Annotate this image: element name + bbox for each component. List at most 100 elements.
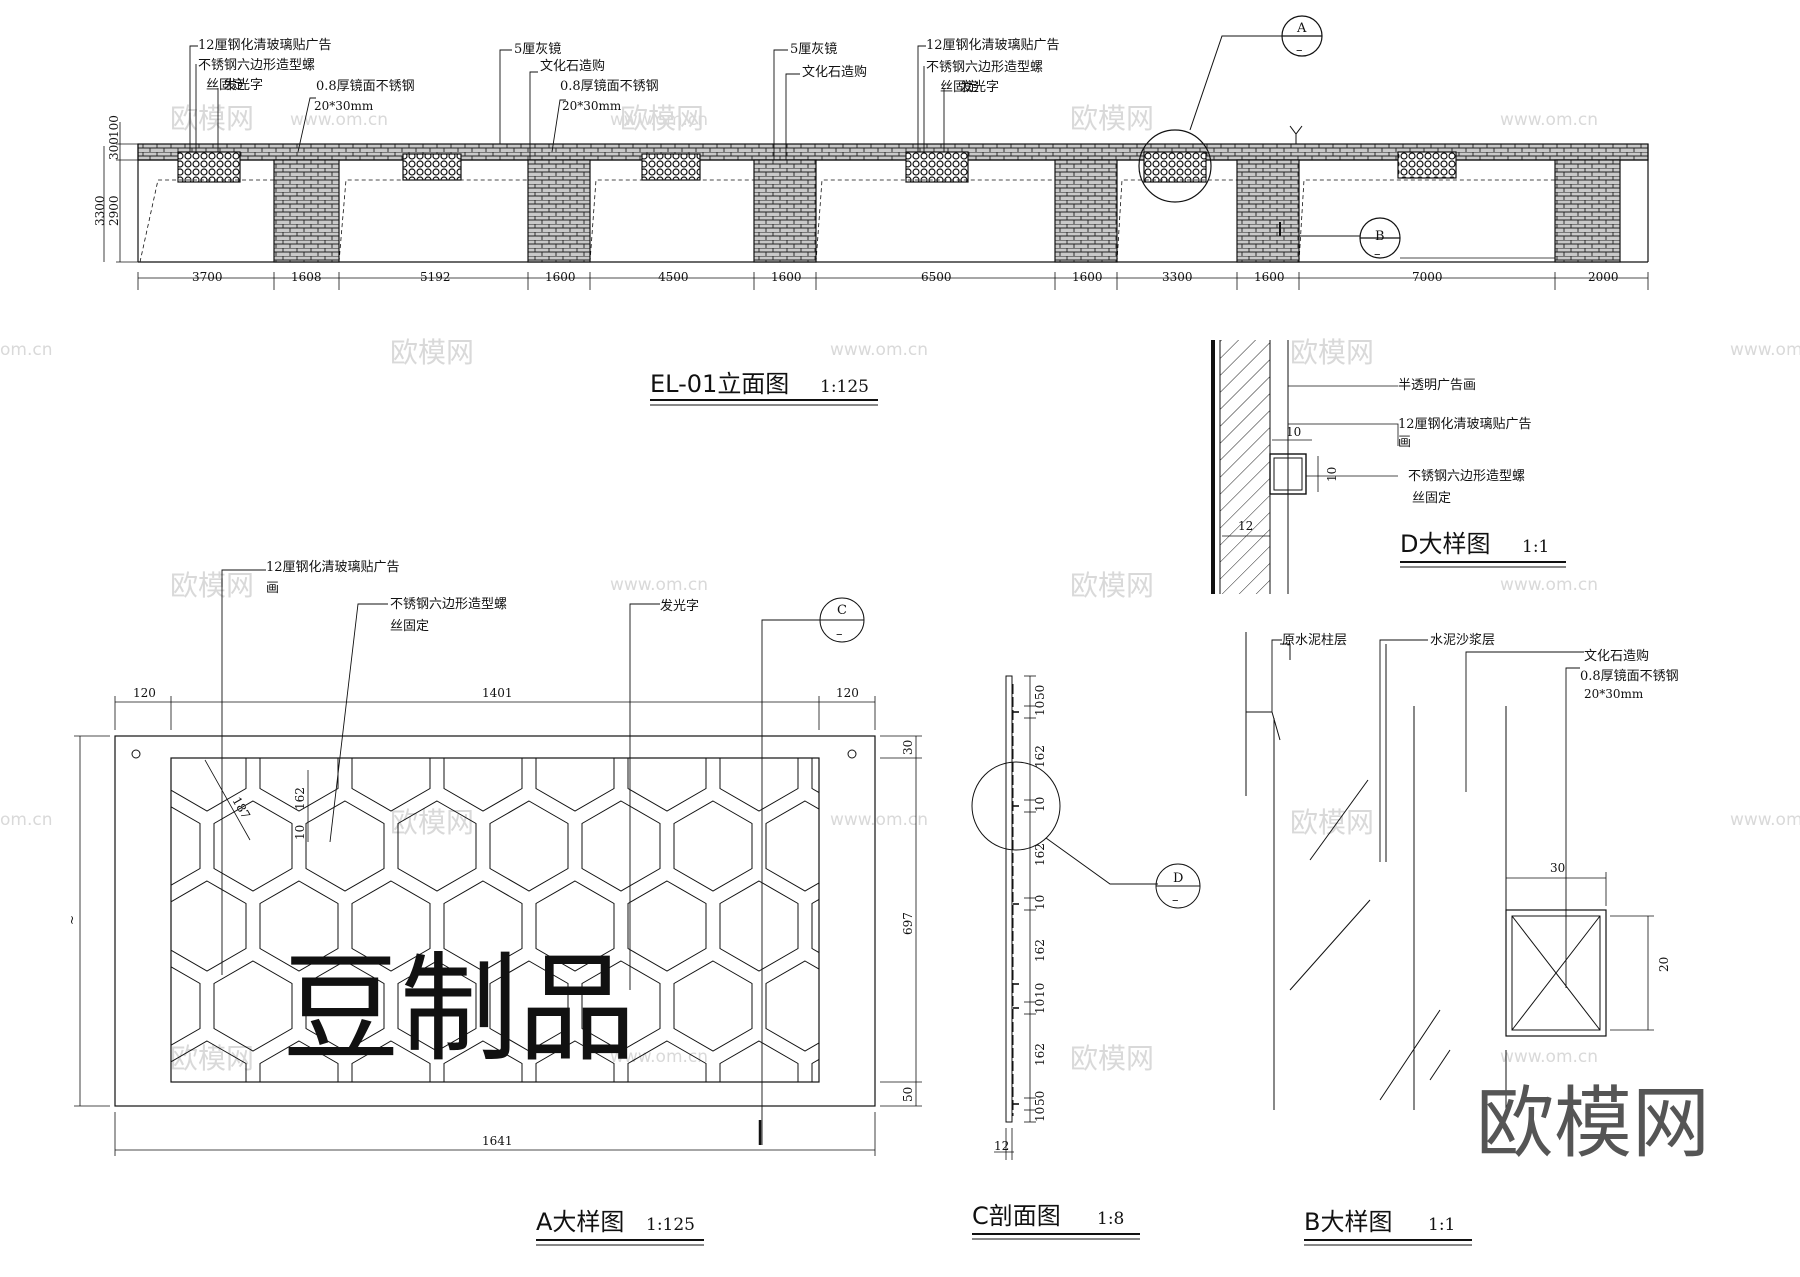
hex-cell: [351, 880, 431, 972]
segment-dim: 1600: [1072, 270, 1103, 284]
steel-tube: [1505, 909, 1607, 1037]
watermark-url: www.om.cn: [1730, 810, 1800, 830]
hex-cell: [351, 1040, 431, 1082]
segment-dim: 6500: [921, 270, 952, 284]
hex-cell: [171, 758, 247, 812]
label-screw: 不锈钢六边形造型螺: [1408, 469, 1525, 484]
height-dim: 300: [107, 137, 121, 160]
callout-steel: 0.8厚镜面不锈钢: [316, 79, 415, 94]
elevation-labels: 12厘钢化清玻璃贴广告 不锈钢六边形造型螺 丝固定 发光字 0.8厚镜面不锈钢 …: [93, 21, 1619, 398]
hex-cell: [489, 800, 569, 892]
hex-cell: [627, 1040, 707, 1082]
dim-c-bottom: 12: [994, 1139, 1009, 1153]
stone-column: [1554, 159, 1621, 263]
hex-cell: [627, 758, 707, 812]
callout-size: 20*30mm: [562, 99, 622, 113]
dim-a-right: 30: [901, 740, 915, 755]
hex-cell: [811, 758, 819, 794]
watermark-url: www.om.cn: [1500, 110, 1598, 130]
dim-c: 50: [1033, 1091, 1047, 1106]
dim-a-left: ~: [65, 915, 79, 925]
segment-dim: 1600: [1254, 270, 1285, 284]
watermark-url: www.om.cn: [610, 575, 708, 595]
marker-a-letter: A: [1296, 21, 1307, 36]
hex-cell: [214, 1121, 292, 1211]
hex-cell: [811, 898, 819, 954]
hex-cell: [582, 641, 660, 731]
dim-a-top: 120: [836, 686, 859, 700]
segment-dim: 2000: [1588, 270, 1619, 284]
hex-cell: [171, 966, 201, 1046]
dim-c: 162: [1033, 745, 1047, 768]
steel-tube: [1269, 453, 1307, 495]
dim-b: 20: [1657, 957, 1671, 972]
section-c-title: C剖面图: [972, 1202, 1061, 1230]
callout-luminous: 发光字: [224, 77, 263, 93]
watermark-logo: 欧模网: [1476, 1079, 1710, 1169]
section-c-title-underline: [972, 1233, 1140, 1240]
hex-cell: [766, 1121, 844, 1211]
detail-d-title-underline: [1400, 561, 1566, 568]
hex-cell: [719, 758, 799, 812]
label-screw: 丝固定: [1412, 491, 1451, 506]
stone-column: [753, 159, 817, 263]
callout-luminous: 发光字: [960, 79, 999, 95]
callout-stone: 文化石造购: [540, 58, 605, 74]
hex-cell: [171, 1040, 247, 1082]
watermark-url: www.om.cn: [1730, 340, 1800, 360]
sign-box: [1143, 151, 1207, 183]
hex-cell: [305, 800, 385, 892]
dim-c: 162: [1033, 1043, 1047, 1066]
watermark-url: www.om.cn: [1500, 575, 1598, 595]
hex-cell: [674, 1121, 752, 1211]
label-mortar: 水泥沙浆层: [1430, 633, 1495, 648]
dim-a-right: 50: [901, 1087, 915, 1102]
label-size: 20*30mm: [1584, 687, 1644, 701]
dim-a-top: 1401: [482, 686, 513, 700]
label-glass: 12厘钢化清玻璃贴广告: [1398, 417, 1532, 432]
hex-cell: [397, 960, 477, 1052]
watermark-url: www.om.cn: [1500, 1047, 1598, 1067]
height-dim: 100: [107, 115, 121, 138]
dim-c: 162: [1033, 939, 1047, 962]
sign-box: [641, 153, 701, 181]
detail-circle-a: [1138, 129, 1212, 203]
height-dim: 3300: [93, 195, 107, 226]
sign-box: [402, 153, 462, 181]
hex-cell: [259, 758, 339, 812]
detail-circle-d: [971, 761, 1061, 851]
hex-cell: [719, 1040, 799, 1082]
sign-panel-inner: [170, 757, 820, 1083]
section-c-labels: 50 10 162 10 162 10 162 10 10 162 50 10 …: [972, 685, 1183, 1230]
watermark-brand: 欧模网: [390, 336, 474, 369]
dim-c: 10: [1033, 701, 1047, 716]
stone-column: [273, 159, 340, 263]
hex-cell: [213, 800, 293, 892]
hex-cell: [582, 1121, 660, 1211]
fixing-hole: [131, 749, 141, 759]
elevation-view: [103, 15, 1649, 290]
detail-a-title: A大样图: [536, 1208, 624, 1236]
detail-b-labels: 原水泥柱层 水泥沙浆层 文化石造购 0.8厚镜面不锈钢 20*30mm 30 2…: [1282, 633, 1710, 1236]
marker-b-dash: –: [1374, 247, 1381, 262]
sign-box: [905, 151, 969, 183]
callout-glass: 12厘钢化清玻璃贴广告: [198, 38, 332, 53]
hex-cell: [259, 1040, 339, 1082]
detail-b-view: [1245, 632, 1654, 1110]
hex-cell: [858, 641, 936, 731]
hex-cell: [719, 880, 799, 972]
watermark-brand: 欧模网: [390, 806, 474, 839]
marker-c-letter: C: [837, 603, 847, 618]
detail-a-title-underline: [536, 1239, 704, 1246]
callout-screw: 丝固定: [206, 78, 245, 93]
label-glass: 12厘钢化清玻璃贴广告: [266, 560, 400, 575]
stone-column: [1236, 159, 1300, 263]
segment-dim: 1600: [545, 270, 576, 284]
section-c-scale: 1:8: [1097, 1209, 1124, 1229]
callout-steel: 0.8厚镜面不锈钢: [560, 79, 659, 94]
detail-d-title: D大样图: [1400, 530, 1490, 558]
watermark-url: om.cn: [0, 810, 53, 830]
watermark-url: www.om.cn: [290, 110, 388, 130]
dim-b: 30: [1550, 861, 1565, 875]
